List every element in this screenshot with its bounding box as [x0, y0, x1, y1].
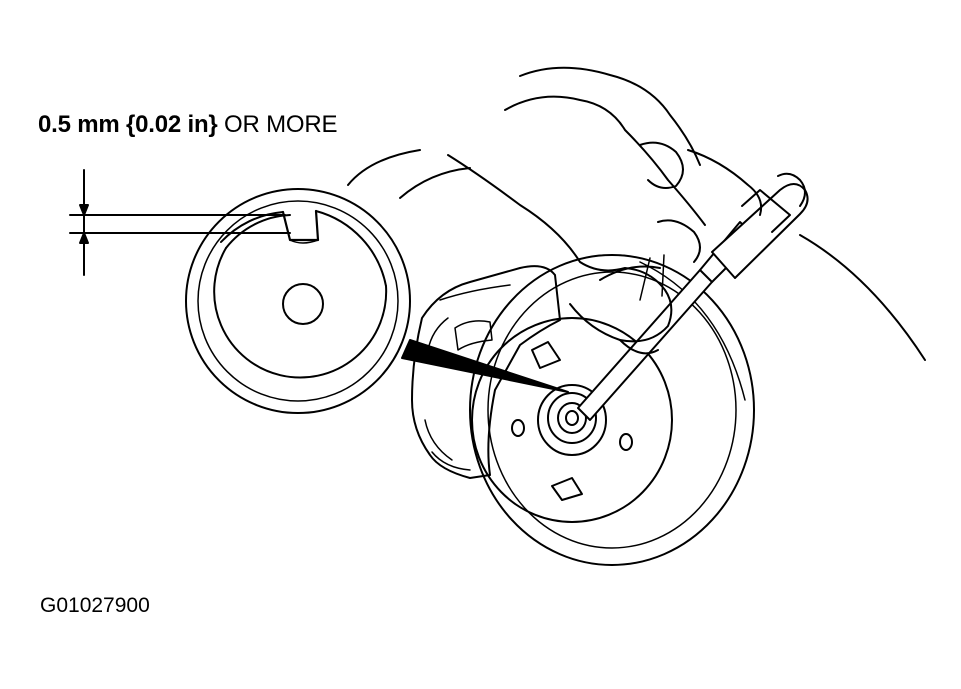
wheel-hub: [471, 317, 673, 523]
dimension-markers: [69, 169, 291, 276]
brake-disc-rotor: [469, 254, 755, 566]
detail-pointer: [401, 339, 569, 393]
hammer: [711, 172, 809, 279]
technician-hands: [447, 66, 763, 355]
stake-depth-qualifier: OR MORE: [217, 111, 338, 138]
figure-id: G01027900: [40, 594, 150, 617]
lock-nut-detail-inset: [185, 188, 411, 414]
brake-caliper: [411, 265, 561, 479]
fender-outline: [347, 149, 926, 361]
stake-depth-label: 0.5 mm {0.02 in} OR MORE: [38, 111, 338, 139]
stake-depth-value: 0.5 mm {0.02 in}: [38, 111, 218, 138]
